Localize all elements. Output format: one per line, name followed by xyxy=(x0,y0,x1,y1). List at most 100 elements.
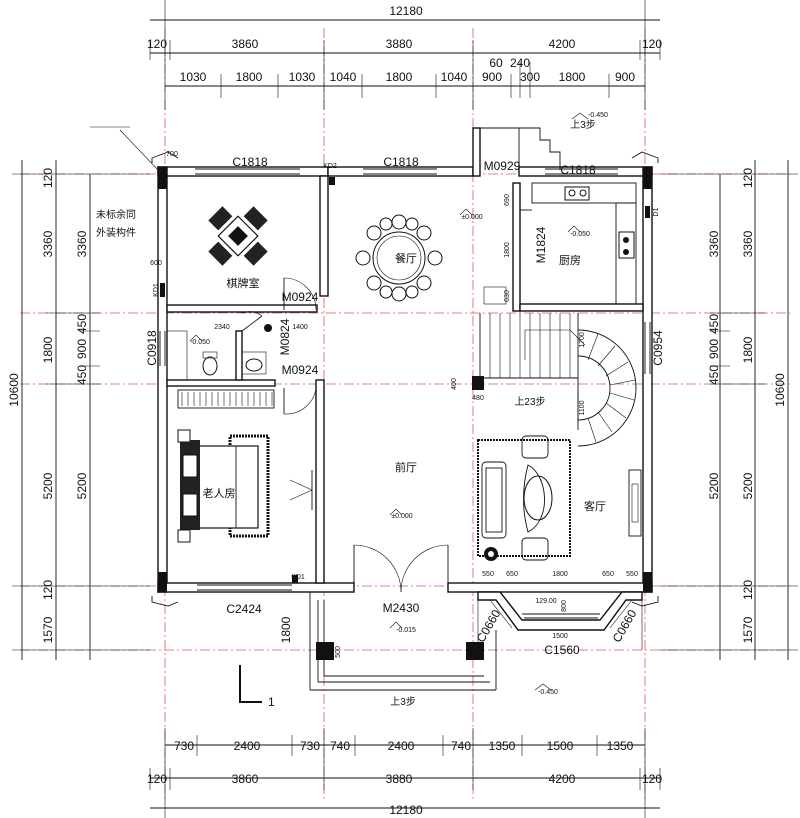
bottom-dim: 730 xyxy=(174,739,194,753)
room-labels: 棋牌室 餐厅 厨房 老人房 前厅 客厅 xyxy=(203,251,607,513)
elder-room-furniture xyxy=(177,389,275,543)
dining-table xyxy=(355,214,443,302)
misc-dimensions: 700 600 690 1800 630 2340 1400 1700 1100… xyxy=(150,151,638,658)
step-labels: 上3步 上23步 上3步 xyxy=(390,119,596,708)
door-tag: M1824 xyxy=(534,226,548,263)
kd-marker: D1 xyxy=(653,207,660,216)
bottom-dim: 120 xyxy=(642,772,662,786)
staircase xyxy=(472,313,637,447)
room-label-kitchen: 厨房 xyxy=(559,254,581,267)
right-dim: 1800 xyxy=(741,336,755,363)
window-tag: C2424 xyxy=(226,602,262,616)
door-tag: M0924 xyxy=(282,363,319,377)
top-dim: 120 xyxy=(147,37,167,51)
small-dim: 500 xyxy=(335,646,342,658)
bottom-dim: 3860 xyxy=(232,772,259,786)
right-dim: 900 xyxy=(707,339,721,359)
top-dim: 1800 xyxy=(236,70,263,84)
bottom-dim: 2400 xyxy=(234,739,261,753)
right-dim: 3360 xyxy=(741,230,755,257)
room-label-mahjong: 棋牌室 xyxy=(227,276,260,290)
top-dim: 240 xyxy=(510,56,530,70)
mahjong-table xyxy=(208,206,268,266)
interior-walls xyxy=(166,175,644,584)
left-dim: 1800 xyxy=(279,616,293,643)
level-label: -0.015 xyxy=(396,627,416,634)
small-dim: 650 xyxy=(506,571,518,578)
right-dim: 120 xyxy=(741,580,755,600)
right-total-dim: 10600 xyxy=(773,373,787,407)
left-dim: 5200 xyxy=(41,472,55,499)
left-dim: 3360 xyxy=(75,230,89,257)
top-dim: 3860 xyxy=(232,37,259,51)
room-label-elder: 老人房 xyxy=(203,487,236,500)
top-dim: 1030 xyxy=(180,70,207,84)
top-dim: 1040 xyxy=(441,70,468,84)
left-dim: 120 xyxy=(41,580,55,600)
door-tag: M0929 xyxy=(484,159,521,173)
level-label: ±0.000 xyxy=(461,214,482,221)
small-dim: 480 xyxy=(472,395,484,402)
room-label-living: 客厅 xyxy=(584,499,606,513)
right-dim: 3360 xyxy=(707,230,721,257)
bottom-dim: 730 xyxy=(300,739,320,753)
left-total-dim: 10600 xyxy=(7,373,21,407)
level-markers xyxy=(90,112,650,691)
right-dim: 450 xyxy=(707,314,721,334)
notes: 未标余同 外装构件 xyxy=(96,208,136,239)
left-dim: 450 xyxy=(75,365,89,385)
kd-marker: KD1 xyxy=(291,574,305,581)
right-dim: 450 xyxy=(707,365,721,385)
step-label: 上3步 xyxy=(570,119,596,131)
top-dim: 4200 xyxy=(549,37,576,51)
left-dim: 120 xyxy=(41,168,55,188)
living-room-furniture xyxy=(477,435,642,561)
door-tag: M0824 xyxy=(278,318,292,355)
bottom-dim: 4200 xyxy=(549,772,576,786)
note-line: 未标余同 xyxy=(96,208,136,221)
top-dim: 1030 xyxy=(289,70,316,84)
level-label: -0.450 xyxy=(538,689,558,696)
step-label: 上3步 xyxy=(390,696,416,708)
small-dim: 400 xyxy=(451,378,458,390)
top-dim: 1800 xyxy=(559,70,586,84)
window-tag: C1818 xyxy=(232,155,268,169)
small-dim: 1400 xyxy=(292,324,308,331)
small-dim: 630 xyxy=(504,290,511,302)
bathroom-fixtures xyxy=(166,324,272,381)
top-dim: 120 xyxy=(642,37,662,51)
small-dim: 700 xyxy=(166,151,178,158)
top-dimensions: 12180 120 3860 3880 4200 120 1030 1800 1… xyxy=(147,0,662,110)
room-label-dining: 餐厅 xyxy=(395,251,417,265)
left-dim: 900 xyxy=(75,339,89,359)
top-dim: 300 xyxy=(520,70,540,84)
left-dim: 1800 xyxy=(41,336,55,363)
right-dim: 5200 xyxy=(741,472,755,499)
left-dimensions: 10600 120 3360 1800 5200 120 1570 3360 4… xyxy=(7,160,293,660)
top-dim: 3880 xyxy=(386,37,413,51)
small-dim: 600 xyxy=(150,260,162,267)
back-entry xyxy=(472,127,561,177)
section-mark: 1 xyxy=(268,695,275,709)
axis-grid xyxy=(20,28,790,800)
bottom-dim: 120 xyxy=(147,772,167,786)
right-dim: 120 xyxy=(741,168,755,188)
bottom-dimensions: 730 2400 730 740 2400 740 1350 1500 1350… xyxy=(147,728,662,818)
window-tag: C1818 xyxy=(383,155,419,169)
level-label: -0.050 xyxy=(570,231,590,238)
note-line: 外装构件 xyxy=(96,226,136,239)
small-dim: 1800 xyxy=(552,571,568,578)
right-dim: 1570 xyxy=(741,616,755,643)
room-label-foyer: 前厅 xyxy=(395,460,417,474)
left-dim: 5200 xyxy=(75,472,89,499)
top-dim: 900 xyxy=(482,70,502,84)
small-dim: 1500 xyxy=(552,633,568,640)
small-dim: 1800 xyxy=(504,242,511,258)
small-dim: 1700 xyxy=(579,332,586,348)
top-dim: 900 xyxy=(615,70,635,84)
top-dim: 1800 xyxy=(386,70,413,84)
windows xyxy=(159,168,651,591)
kd-marker: KD1 xyxy=(153,283,160,297)
bottom-dim: 740 xyxy=(330,739,350,753)
top-dim: 60 xyxy=(489,56,503,70)
